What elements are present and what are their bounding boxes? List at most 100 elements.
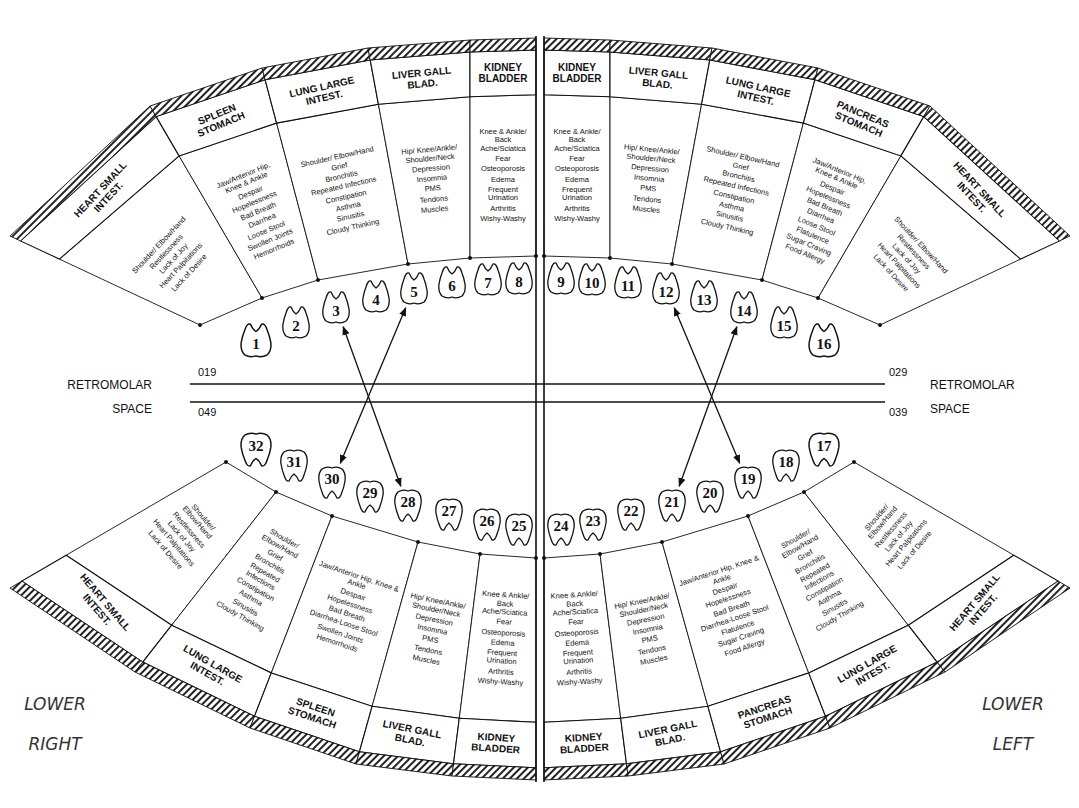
organ-label: KIDNEY BLADDER xyxy=(468,730,524,755)
symptom-column: Hip/ Knee/Ankle/ Shoulder/NeckDepression… xyxy=(611,102,687,257)
meridian-dot xyxy=(468,256,472,260)
symptom-text: Edema xyxy=(551,638,604,650)
tooth-shape xyxy=(691,281,717,312)
tooth-shape xyxy=(474,509,500,540)
meridian-dot xyxy=(198,323,202,327)
tooth-box: 2 xyxy=(281,305,311,339)
tooth-box: 1 xyxy=(239,322,273,358)
symptom-text: Frequent Urination xyxy=(475,648,529,668)
tooth-box: 9 xyxy=(546,261,576,295)
tooth-number: 13 xyxy=(697,293,712,308)
rope-border xyxy=(368,40,470,60)
symptom-text: Frequent Urination xyxy=(474,186,532,203)
tooth-shape xyxy=(697,481,723,512)
organ-label: KIDNEY BLADDER xyxy=(556,730,612,755)
organ-band-outline xyxy=(470,50,536,97)
rope-border xyxy=(452,764,536,780)
organ-band: LIVER GALL BLAD. xyxy=(623,55,693,100)
tooth-box: 6 xyxy=(437,265,467,299)
handwritten-note: LOWER RIGHT xyxy=(10,684,100,764)
organ-band-outline xyxy=(544,50,610,97)
tooth-box: 17 xyxy=(807,432,841,468)
rope-border xyxy=(356,752,454,776)
symptom-text: Edema xyxy=(476,638,529,650)
symptom-column: Hip/ Knee/Ankle/ Shoulder/NeckDepression… xyxy=(394,102,470,257)
tooth-shape xyxy=(809,433,839,466)
meridian-dot xyxy=(406,262,410,266)
symptom-text: Frequent Urination xyxy=(548,186,606,203)
symptom-text: Edema xyxy=(474,175,532,183)
tooth-box: 8 xyxy=(504,261,534,295)
tooth-shape xyxy=(548,514,574,545)
tooth-number: 32 xyxy=(249,439,264,454)
symptom-text: Arthritis xyxy=(548,204,606,212)
meridian-dot xyxy=(224,460,228,464)
tooth-box: 20 xyxy=(695,480,725,514)
tooth-shape xyxy=(506,263,532,294)
organ-label: KIDNEY BLADDER xyxy=(476,62,531,84)
tooth-box: 28 xyxy=(393,489,423,523)
retromolar-line xyxy=(190,401,885,402)
tooth-box: 27 xyxy=(434,498,464,532)
tooth-number: 1 xyxy=(252,337,260,352)
organ-label: KIDNEY BLADDER xyxy=(550,62,605,84)
meridian-dot xyxy=(316,278,320,282)
tooth-shape xyxy=(436,499,462,530)
tooth-shape xyxy=(615,267,641,298)
tooth-box: 14 xyxy=(729,290,759,324)
meridian-dot xyxy=(746,514,750,518)
organ-band: KIDNEY BLADDER xyxy=(467,721,524,765)
symptom-column: Knee & Ankle/ Back Ache/SciaticaFearOste… xyxy=(474,100,532,250)
tooth-number: 23 xyxy=(586,514,601,529)
tooth-box: 18 xyxy=(771,449,801,483)
tooth-shape xyxy=(580,509,606,540)
tooth-shape xyxy=(506,514,532,545)
tooth-shape xyxy=(281,450,307,481)
meridian-dot xyxy=(416,540,420,544)
symptom-column: Knee & Ankle/ Back Ache/SciaticaFearOste… xyxy=(472,561,534,717)
symptom-text: Muscles xyxy=(403,202,466,216)
organ-label: LIVER GALL BLAD. xyxy=(634,718,704,753)
symptom-wedge xyxy=(544,95,610,258)
quadrant-outlines xyxy=(10,38,1070,780)
retromolar-label: RETROMOLAR SPACE xyxy=(52,373,152,421)
rope-border xyxy=(924,106,1070,241)
tooth-shape xyxy=(283,307,309,338)
meridian-dot xyxy=(274,490,278,494)
space-code: 019 xyxy=(198,366,232,379)
tooth-number: 7 xyxy=(484,276,492,291)
tooth-box: 30 xyxy=(317,466,347,500)
rope-border xyxy=(150,68,265,117)
symptom-column: Knee & Ankle/ Back Ache/SciaticaFearOste… xyxy=(546,561,608,717)
tooth-box: 13 xyxy=(689,279,719,313)
symptom-text: PMS xyxy=(401,182,464,196)
meridian-dot xyxy=(608,256,612,260)
tooth-number: 5 xyxy=(410,285,418,300)
tooth-number: 6 xyxy=(448,279,456,294)
organ-label: LIVER GALL BLAD. xyxy=(388,64,457,92)
meridian-dot xyxy=(760,278,764,282)
symptom-text: Osteoporosis xyxy=(548,165,606,173)
symptom-text: Hip/ Knee/Ankle/ Shoulder/Neck xyxy=(397,143,460,165)
tooth-box: 7 xyxy=(473,262,503,296)
tooth-shape xyxy=(548,263,574,294)
symptom-text: Arthritis xyxy=(474,204,532,212)
symptom-text: PMS xyxy=(616,182,679,196)
symptom-wedge xyxy=(378,97,470,264)
tooth-shape xyxy=(659,490,685,521)
rope-border xyxy=(470,38,536,52)
tooth-number: 22 xyxy=(624,504,639,519)
space-code: 049 xyxy=(198,406,232,419)
retromolar-label: RETROMOLAR SPACE xyxy=(930,373,1030,421)
tooth-number: 12 xyxy=(659,285,674,300)
tooth-shape xyxy=(771,307,797,338)
tooth-box: 12 xyxy=(651,271,681,305)
tooth-shape xyxy=(475,264,501,295)
tooth-shape xyxy=(323,292,349,323)
organ-label: SPLEEN STOMACH xyxy=(284,692,345,731)
organ-label: LIVER GALL BLAD. xyxy=(376,718,446,753)
tooth-box: 19 xyxy=(733,466,763,500)
organ-band-outline xyxy=(901,117,1060,260)
tooth-box: 26 xyxy=(472,508,502,542)
tooth-number: 17 xyxy=(817,439,832,454)
